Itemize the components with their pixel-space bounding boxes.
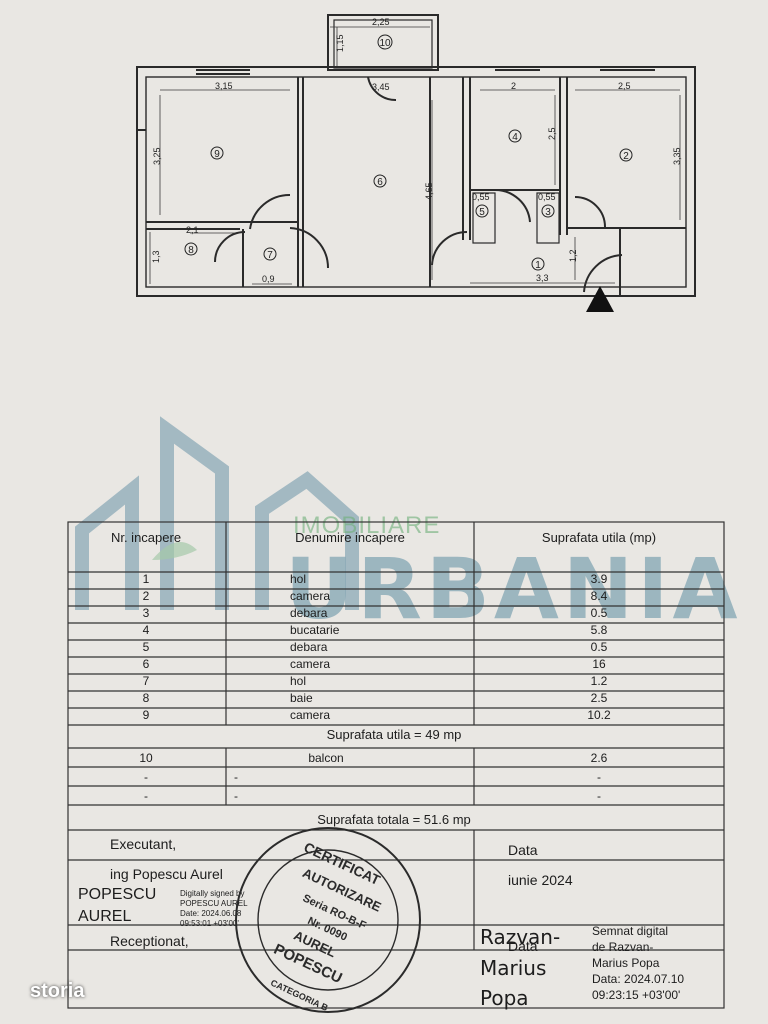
table-cell-name: hol: [290, 572, 307, 586]
header-name: Denumire incapere: [295, 530, 405, 545]
authorization-stamp: CERTIFICAT AUTORIZARE Seria RO-B-F Nr. 0…: [235, 827, 421, 1013]
dim-r2-h: 3,35: [672, 147, 682, 165]
data-label-2: Data: [508, 938, 538, 954]
table-cell-name: debara: [290, 640, 328, 654]
row-blank-1-nr: -: [144, 770, 148, 784]
dim-balcony-w: 2,25: [372, 17, 390, 27]
receptionat-label: Receptionat,: [110, 933, 189, 949]
table-cell-name: camera: [290, 589, 331, 603]
dim-r4-w: 2: [511, 81, 516, 91]
digital-sig-3: Date: 2024.06.08: [180, 909, 242, 918]
dim-r8-h: 1,3: [151, 250, 161, 263]
dim-door-w: 3,45: [372, 82, 390, 92]
row-10-area: 2.6: [590, 751, 608, 765]
semnat-1: Semnat digital: [592, 924, 669, 938]
dim-r8-w: 2,1: [186, 225, 199, 235]
table-cell-area: 0.5: [590, 640, 608, 654]
room-7: 7: [267, 250, 273, 261]
razvan-line-1: Razvan-: [480, 925, 561, 949]
dim-r7-w: 0,9: [262, 274, 275, 284]
entrance-arrow: [586, 286, 614, 312]
table-cell-nr: 5: [142, 640, 150, 654]
table-cell-area: 0.5: [590, 606, 608, 620]
semnat-3: Marius Popa: [592, 956, 660, 970]
floor-plan: 2,25 1,15 3,15 3,25 3,45 4,65 2 2,5 2,5 …: [136, 14, 696, 312]
useful-total: Suprafata utila = 49 mp: [326, 727, 462, 742]
executant-label: Executant,: [110, 836, 177, 852]
executant-name: ing Popescu Aurel: [110, 866, 223, 882]
rooms-table: [67, 521, 725, 1009]
dim-r2-w: 2,5: [618, 81, 631, 91]
room-8: 8: [188, 245, 194, 256]
header-area: Suprafata utila (mp): [541, 530, 657, 545]
dim-r6-h: 4,65: [424, 182, 434, 200]
table-cell-name: hol: [290, 674, 307, 688]
table-cell-area: 10.2: [587, 708, 611, 722]
digital-sig-2: POPESCU AUREL: [180, 899, 248, 908]
table-cell-nr: 7: [142, 674, 150, 688]
row-blank-1-name: -: [234, 770, 238, 784]
header-nr: Nr. incapere: [110, 530, 182, 545]
row-blank-1-area: -: [597, 770, 601, 784]
urbania-logo-watermark: [75, 416, 359, 610]
table-cell-name: bucatarie: [290, 623, 340, 637]
table-cell-name: camera: [290, 708, 331, 722]
semnat-4: Data: 2024.07.10: [592, 972, 685, 986]
watermark-small-text: IMOBILIARE: [293, 512, 441, 539]
table-cell-nr: 1: [142, 572, 150, 586]
room-1: 1: [535, 260, 541, 271]
signer-name-2: AUREL: [78, 908, 132, 925]
table-cell-area: 16: [592, 657, 606, 671]
dim-r9-w: 3,15: [215, 81, 233, 91]
row-blank-2-name: -: [234, 789, 238, 803]
signer-name-1: POPESCU: [78, 886, 157, 903]
digital-sig-1: Digitally signed by: [180, 889, 245, 898]
row-10-nr: 10: [139, 751, 153, 765]
dim-r5-w: 0,55: [472, 192, 490, 202]
room-6: 6: [377, 177, 383, 188]
razvan-line-3: Popa: [480, 986, 529, 1010]
row-blank-2-area: -: [597, 789, 601, 803]
razvan-line-2: Marius: [480, 956, 547, 980]
table-cell-nr: 6: [142, 657, 150, 671]
dim-hall-w: 3,3: [536, 273, 549, 283]
table-cell-area: 8.4: [590, 589, 608, 603]
room-10: 10: [379, 38, 391, 49]
semnat-5: 09:23:15 +03'00': [592, 988, 681, 1002]
room-2: 2: [623, 151, 629, 162]
room-9: 9: [214, 149, 220, 160]
storia-logo: storia: [30, 980, 85, 1002]
dim-r4-h: 2,5: [547, 127, 557, 140]
dim-r9-h: 3,25: [152, 147, 162, 165]
table-cell-name: baie: [290, 691, 313, 705]
room-5: 5: [479, 207, 485, 218]
row-10-name: balcon: [308, 751, 344, 765]
data-value: iunie 2024: [508, 872, 573, 888]
digital-sig-4: 09:53:01 +03'00': [180, 919, 239, 928]
dim-r3-w: 0,55: [538, 192, 556, 202]
dim-hall-h: 1,2: [568, 249, 578, 262]
table-cell-area: 2.5: [590, 691, 608, 705]
table-cell-nr: 9: [142, 708, 150, 722]
dim-balcony-h: 1,15: [335, 34, 345, 52]
table-cell-nr: 3: [142, 606, 150, 620]
table-cell-area: 3.9: [590, 572, 608, 586]
table-cell-nr: 4: [142, 623, 150, 637]
table-cell-nr: 8: [142, 691, 150, 705]
row-blank-2-nr: -: [144, 789, 148, 803]
semnat-2: de Razvan-: [592, 940, 654, 954]
table-cell-name: camera: [290, 657, 331, 671]
table-cell-area: 1.2: [590, 674, 608, 688]
room-3: 3: [545, 207, 551, 218]
room-4: 4: [512, 132, 518, 143]
table-cell-nr: 2: [142, 589, 150, 603]
data-label: Data: [508, 842, 538, 858]
table-cell-area: 5.8: [590, 623, 608, 637]
table-cell-name: debara: [290, 606, 328, 620]
total-area: Suprafata totala = 51.6 mp: [317, 812, 471, 827]
